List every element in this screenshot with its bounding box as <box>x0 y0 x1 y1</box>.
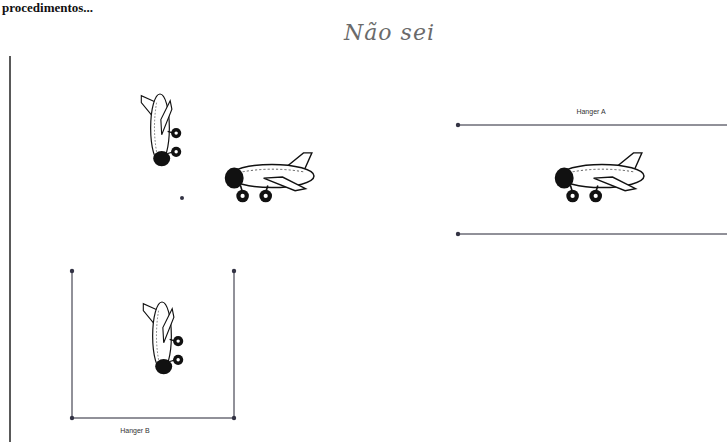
hangar-box: Hanger A <box>455 104 727 238</box>
worksheet-text: procedimentos... <box>2 0 93 16</box>
hangar-label: Hanger B <box>120 427 150 434</box>
hangar-box: Hanger B <box>69 268 237 440</box>
hangar-outline <box>455 104 727 238</box>
hangar-label: Hanger A <box>576 108 605 115</box>
hangar-outline <box>69 268 237 440</box>
handwritten-answer: Não sei <box>344 20 435 45</box>
